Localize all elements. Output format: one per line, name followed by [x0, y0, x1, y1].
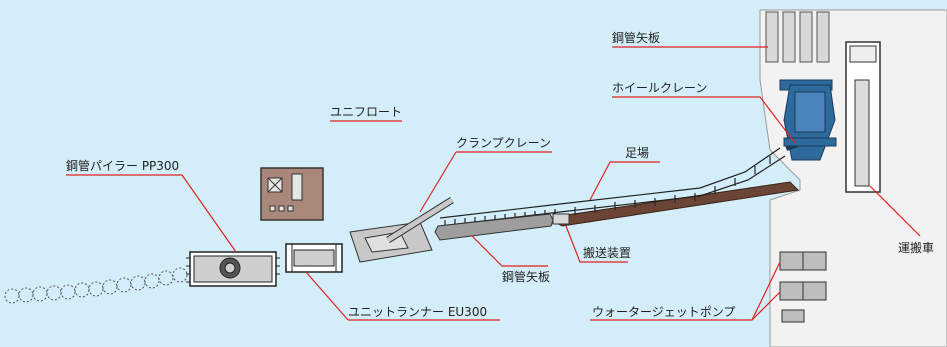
label-clamp-crane: クランプクレーン: [456, 136, 551, 150]
leader-piler: [66, 174, 237, 253]
label-steel-pipe-pile-mid: 鋼管矢板: [502, 269, 550, 284]
piler-pp300: [186, 251, 280, 287]
unit-runner: [285, 243, 343, 273]
label-water-jet-pump: ウォータージェットポンプ: [592, 305, 735, 319]
label-unifloat: ユニフロート: [330, 105, 402, 119]
label-transport-device: 搬送装置: [583, 245, 631, 260]
water-jet-pump-units: [779, 251, 827, 323]
leader-unit-runner: [305, 271, 500, 321]
existing-steel-pipe-piles: [765, 11, 830, 63]
leader-transport-vehicle: [869, 185, 921, 237]
label-wheel-crane: ホイールクレーン: [612, 81, 707, 95]
leader-lines: [66, 46, 921, 321]
wheel-crane: [779, 79, 837, 161]
label-scaffold: 足場: [625, 146, 649, 160]
label-unit-runner: ユニットランナー EU300: [348, 305, 487, 319]
label-piler: 鋼管パイラー PP300: [66, 158, 179, 173]
unifloat: [260, 167, 324, 221]
label-steel-pipe-pile-top: 鋼管矢板: [612, 30, 660, 45]
clamp-crane: [349, 197, 454, 263]
leader-water-jet-pump: [590, 261, 781, 321]
transport-device: [552, 213, 570, 225]
completed-pile-path: [4, 267, 188, 304]
leader-clamp-crane: [419, 151, 552, 213]
label-transport-vehicle: 運搬車: [898, 240, 934, 255]
scaffold: [439, 147, 786, 228]
leader-steel-pipe-pile-mid: [471, 235, 548, 267]
transport-vehicle: [845, 41, 881, 193]
leader-transport-device: [565, 225, 628, 263]
leader-scaffold: [589, 161, 660, 201]
leader-wheel-crane: [612, 96, 796, 144]
